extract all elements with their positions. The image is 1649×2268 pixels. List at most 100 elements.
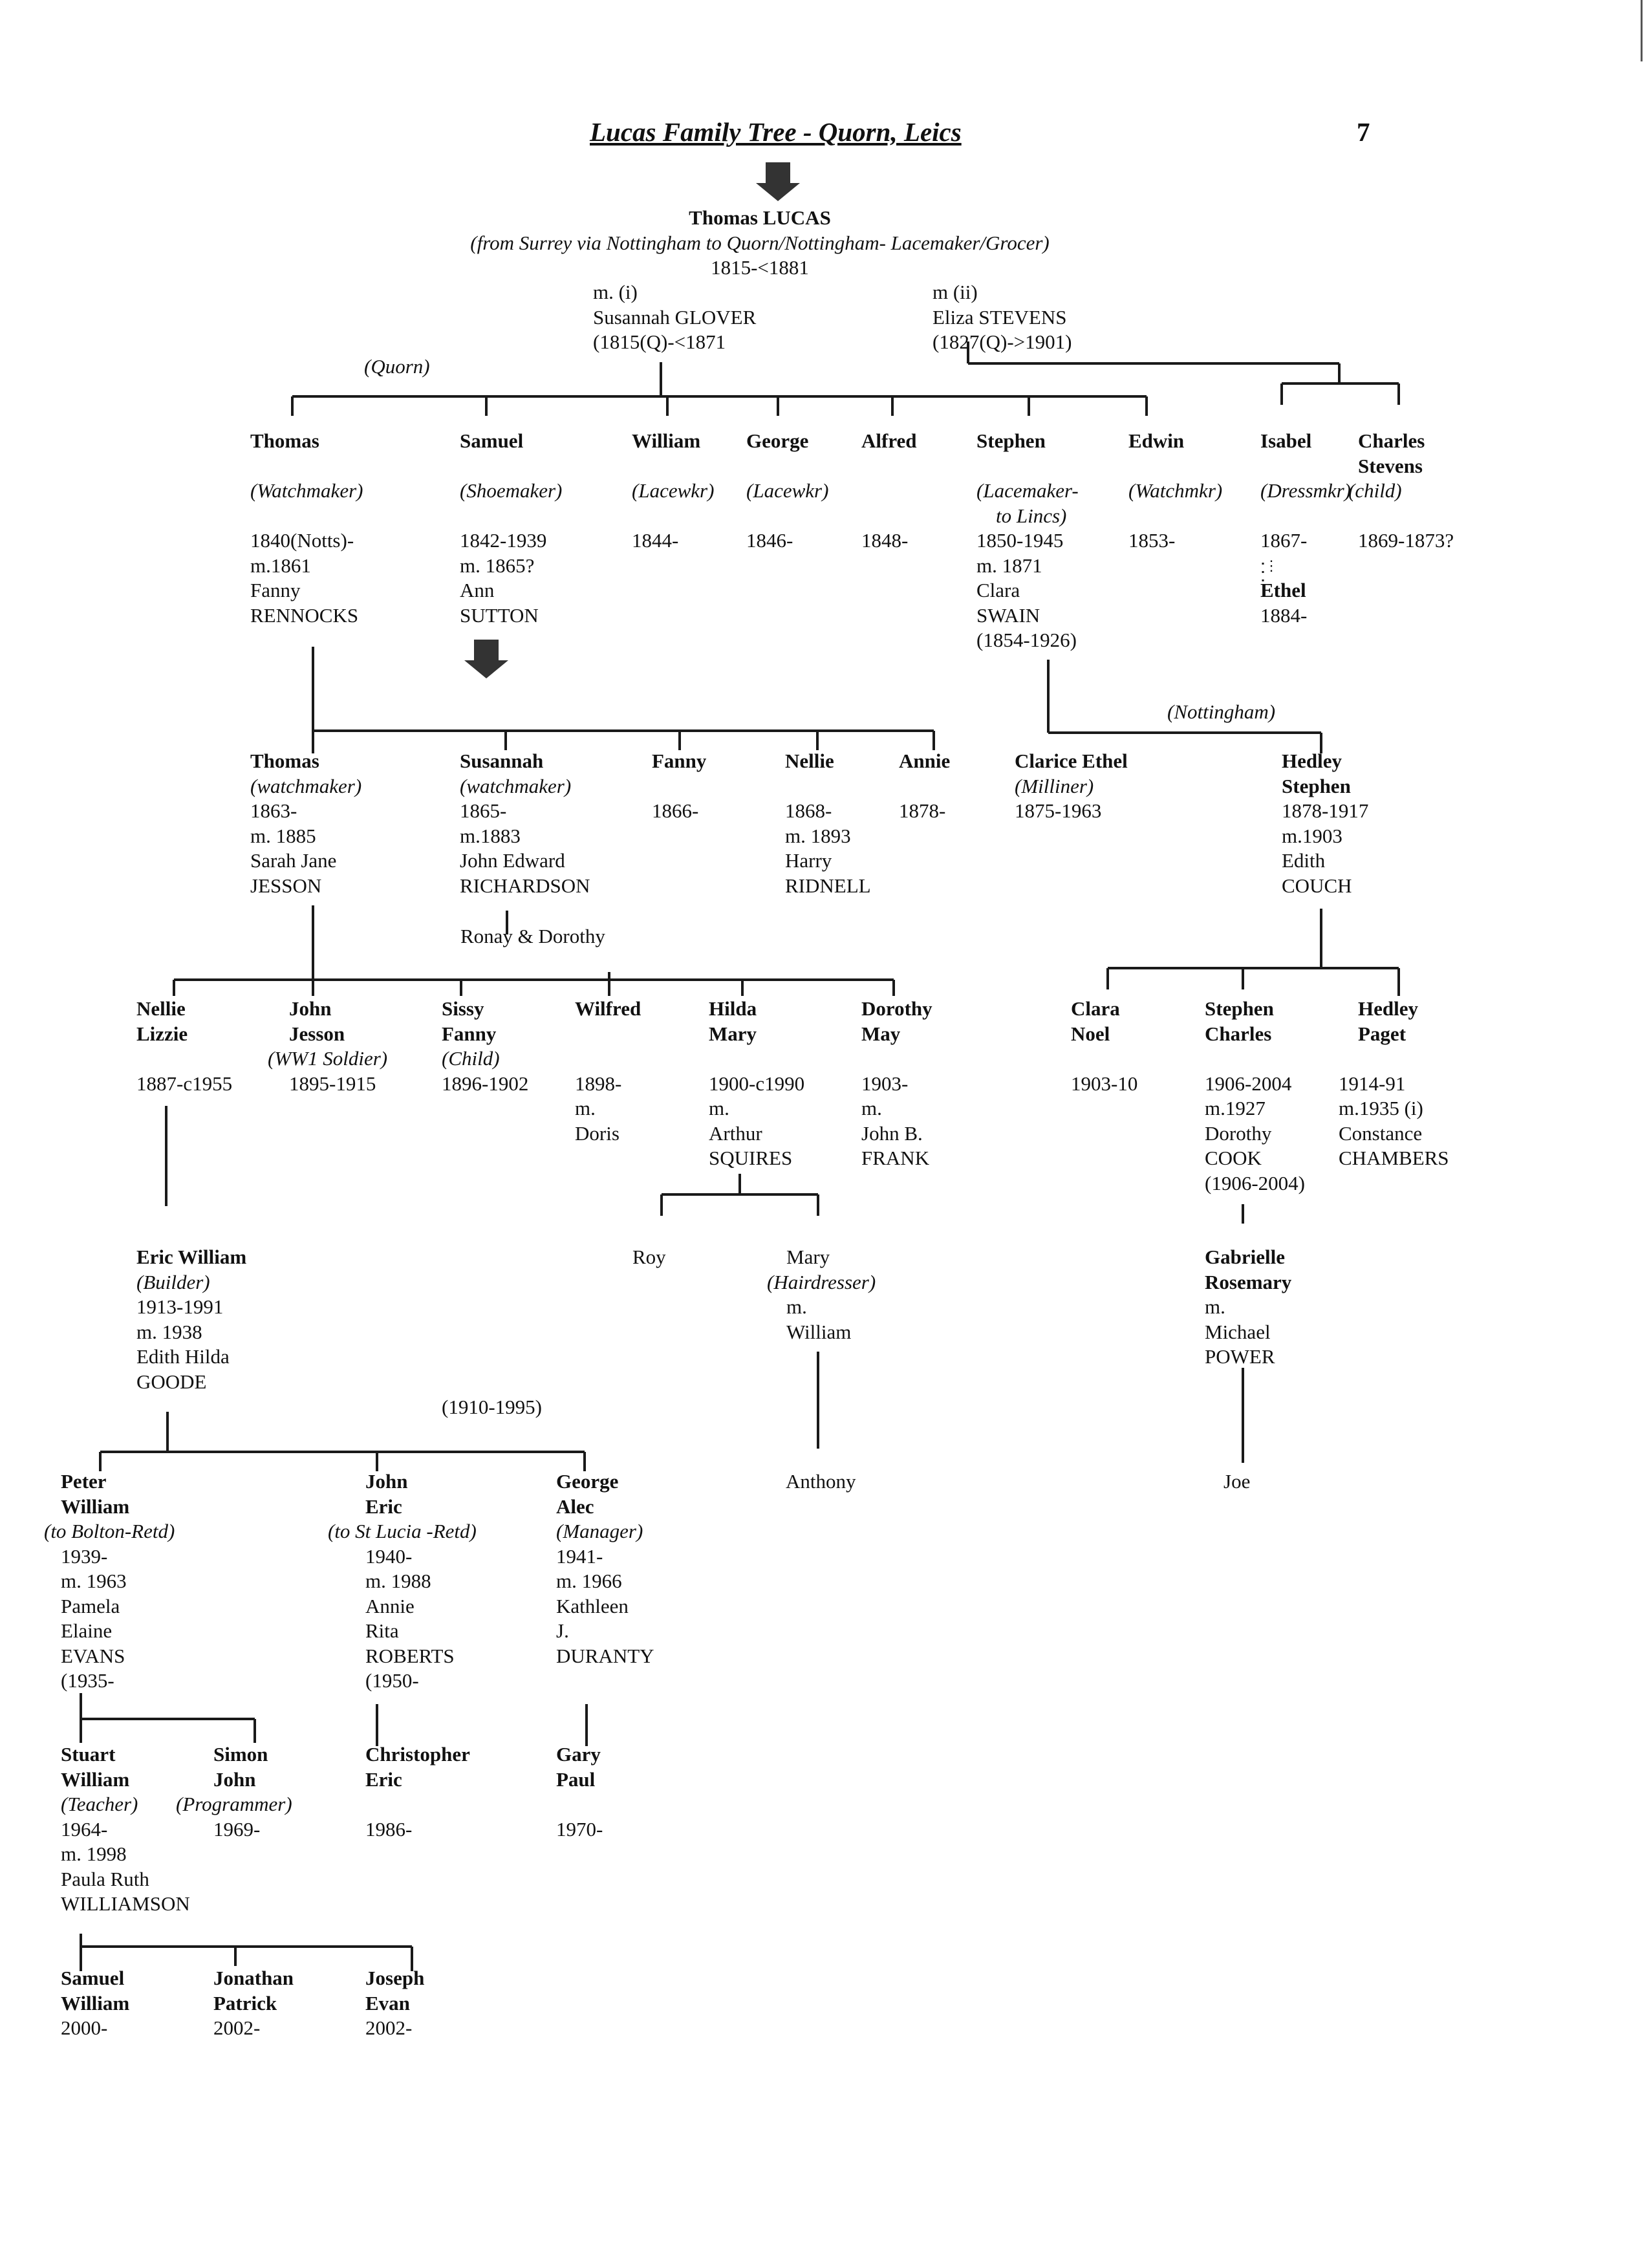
person-detail: Michael <box>1205 1320 1271 1343</box>
person-detail: RENNOCKS <box>250 603 359 627</box>
person-detail: Annie <box>365 1594 415 1617</box>
person-george-1846: George (Lacewkr) 1846- <box>746 429 828 554</box>
person-susannah-1865: Susannah (watchmaker) 1865- m.1883 John … <box>460 749 590 898</box>
person-name: Hilda <box>709 997 757 1020</box>
person-name: Mary <box>786 1246 830 1268</box>
person-detail: m. 1871 <box>976 554 1042 577</box>
person-name: Clarice Ethel <box>1015 750 1128 772</box>
person-peter-william-1939: Peter William (to Bolton-Retd) 1939- m. … <box>44 1469 175 1694</box>
person-detail: 1863- <box>250 799 297 822</box>
person-name: Stephen <box>1205 997 1274 1020</box>
person-name: William <box>61 1495 130 1518</box>
person-name: Gabrielle <box>1205 1246 1285 1268</box>
person-detail: 1939- <box>61 1544 108 1568</box>
person-detail: John Edward <box>460 849 565 872</box>
person-detail: m. 1893 <box>785 824 851 847</box>
person-name: Stephen <box>1282 774 1351 797</box>
person-detail: 1906-2004 <box>1205 1072 1292 1095</box>
spouse-eliza-stevens: m (ii) Eliza STEVENS (1827(Q)->1901) <box>932 280 1072 355</box>
person-wilfred-1898: Wilfred 1898- m. Doris <box>575 997 641 1146</box>
person-occupation: (Lacewkr) <box>632 479 715 502</box>
person-name: Thomas <box>250 429 319 452</box>
person-occupation: (Lacemaker- <box>976 479 1079 502</box>
person-name: Stevens <box>1358 454 1423 477</box>
person-detail: 1887-c1955 <box>136 1072 233 1095</box>
person-name: Hedley <box>1358 997 1418 1020</box>
person-name: Paul <box>556 1767 596 1791</box>
person-detail: DURANTY <box>556 1644 654 1667</box>
person-detail: Harry <box>785 849 832 872</box>
person-thomas-1840: Thomas (Watchmaker) 1840(Notts)- m.1861 … <box>250 429 363 628</box>
person-name: George <box>746 429 809 452</box>
person-name: Peter <box>61 1470 107 1493</box>
person-name: Thomas <box>250 750 319 772</box>
person-detail: m. 1988 <box>365 1570 431 1592</box>
place-label-nottingham: (Nottingham) <box>1167 700 1276 723</box>
person-detail: 1850-1945 <box>976 529 1064 552</box>
person-occupation: to Lincs) <box>996 504 1067 527</box>
person-stephen-charles-1906: Stephen Charles 1906-2004 m.1927 Dorothy… <box>1205 997 1305 1196</box>
person-detail: 1844- <box>632 529 679 552</box>
person-detail: COOK <box>1205 1147 1262 1169</box>
person-detail: 1913-1991 <box>136 1295 224 1318</box>
person-detail: 1914-91 <box>1339 1072 1406 1095</box>
person-detail: GOODE <box>136 1370 207 1393</box>
spouse-susannah-glover: m. (i) Susannah GLOVER (1815(Q)-<1871 <box>593 280 756 355</box>
person-name: Simon <box>213 1743 268 1766</box>
person-name: Paget <box>1358 1022 1406 1045</box>
person-occupation: (Milliner) <box>1015 774 1094 797</box>
person-name: Samuel <box>61 1967 125 1989</box>
person-occupation: (Watchmaker) <box>250 479 363 502</box>
person-name: Alfred <box>861 429 917 452</box>
person-name: Eric <box>365 1767 402 1791</box>
person-name: William <box>61 1767 130 1791</box>
person-name: May <box>861 1022 901 1045</box>
person-detail: 1964- <box>61 1817 108 1841</box>
person-name: Anthony <box>786 1470 856 1493</box>
person-detail: 1903- <box>861 1072 909 1095</box>
person-detail: John B. <box>861 1121 923 1145</box>
person-name: Nellie <box>136 997 186 1020</box>
root-note: (from Surrey via Nottingham to Quorn/Not… <box>470 231 1050 254</box>
person-detail: Paula Ruth <box>61 1867 149 1890</box>
person-detail: 1866- <box>652 799 699 822</box>
person-detail: Arthur <box>709 1121 762 1145</box>
spouse-dates: (1827(Q)->1901) <box>932 330 1072 353</box>
person-detail: 1903-10 <box>1071 1072 1138 1095</box>
person-dorothy-may-1903: Dorothy May 1903- m. John B. FRANK <box>861 997 932 1171</box>
person-roy: Roy <box>632 1245 666 1270</box>
person-nellie-1868: Nellie 1868- m. 1893 Harry RIDNELL <box>785 749 871 898</box>
person-detail: 1940- <box>365 1544 413 1568</box>
person-name: Jesson <box>289 1022 345 1045</box>
person-detail: EVANS <box>61 1644 125 1667</box>
person-name: Joe <box>1223 1470 1251 1493</box>
person-detail: 1853- <box>1128 529 1176 552</box>
person-name: John <box>213 1767 256 1791</box>
person-detail: 1846- <box>746 529 793 552</box>
person-detail: 2000- <box>61 2016 108 2039</box>
person-samuel-1842: Samuel (Shoemaker) 1842-1939 m. 1865? An… <box>460 429 562 628</box>
dotted-descent-marker: ⋮ <box>1264 557 1278 574</box>
person-sissy-fanny-1896: Sissy Fanny (Child) 1896-1902 <box>442 997 528 1096</box>
scan-edge-line <box>1641 0 1643 61</box>
person-detail: ROBERTS <box>365 1644 455 1667</box>
person-detail: (1906-2004) <box>1205 1171 1305 1194</box>
person-name: Annie <box>899 750 951 772</box>
person-name: Dorothy <box>861 997 932 1020</box>
person-name: Lizzie <box>136 1022 188 1045</box>
person-name: John <box>289 997 332 1020</box>
person-detail: m. 1938 <box>136 1320 202 1343</box>
page-number: 7 <box>1357 117 1370 147</box>
person-detail: Edith Hilda <box>136 1345 230 1368</box>
person-detail: FRANK <box>861 1147 930 1169</box>
person-hedley-paget-1914: Hedley Paget 1914-91 m.1935 (i) Constanc… <box>1339 997 1449 1171</box>
person-detail: WILLIAMSON <box>61 1892 190 1915</box>
person-name: Patrick <box>213 1991 277 2014</box>
person-name: Eric William <box>136 1246 247 1268</box>
person-detail: 1898- <box>575 1072 622 1095</box>
person-name: Jonathan <box>213 1967 294 1989</box>
person-john-jesson-1895: John Jesson (WW1 Soldier) 1895-1915 <box>268 997 387 1096</box>
person-name: Nellie <box>785 750 834 772</box>
person-name: Sissy <box>442 997 484 1020</box>
